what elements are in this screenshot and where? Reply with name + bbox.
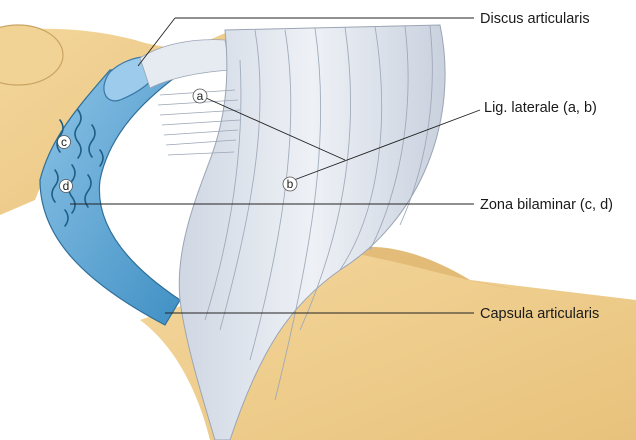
marker-b: b — [283, 177, 297, 191]
marker-d-text: d — [63, 179, 70, 193]
marker-a-text: a — [197, 89, 204, 103]
marker-c: c — [58, 135, 71, 149]
marker-d: d — [60, 179, 73, 193]
label-discus-articularis: Discus articularis — [480, 11, 590, 27]
marker-b-text: b — [287, 177, 294, 191]
label-zona-bilaminar: Zona bilaminar (c, d) — [480, 197, 613, 213]
marker-a: a — [193, 89, 207, 103]
marker-c-text: c — [61, 135, 67, 149]
label-capsula-articularis: Capsula articularis — [480, 306, 599, 322]
label-lig-laterale: Lig. laterale (a, b) — [484, 100, 597, 116]
